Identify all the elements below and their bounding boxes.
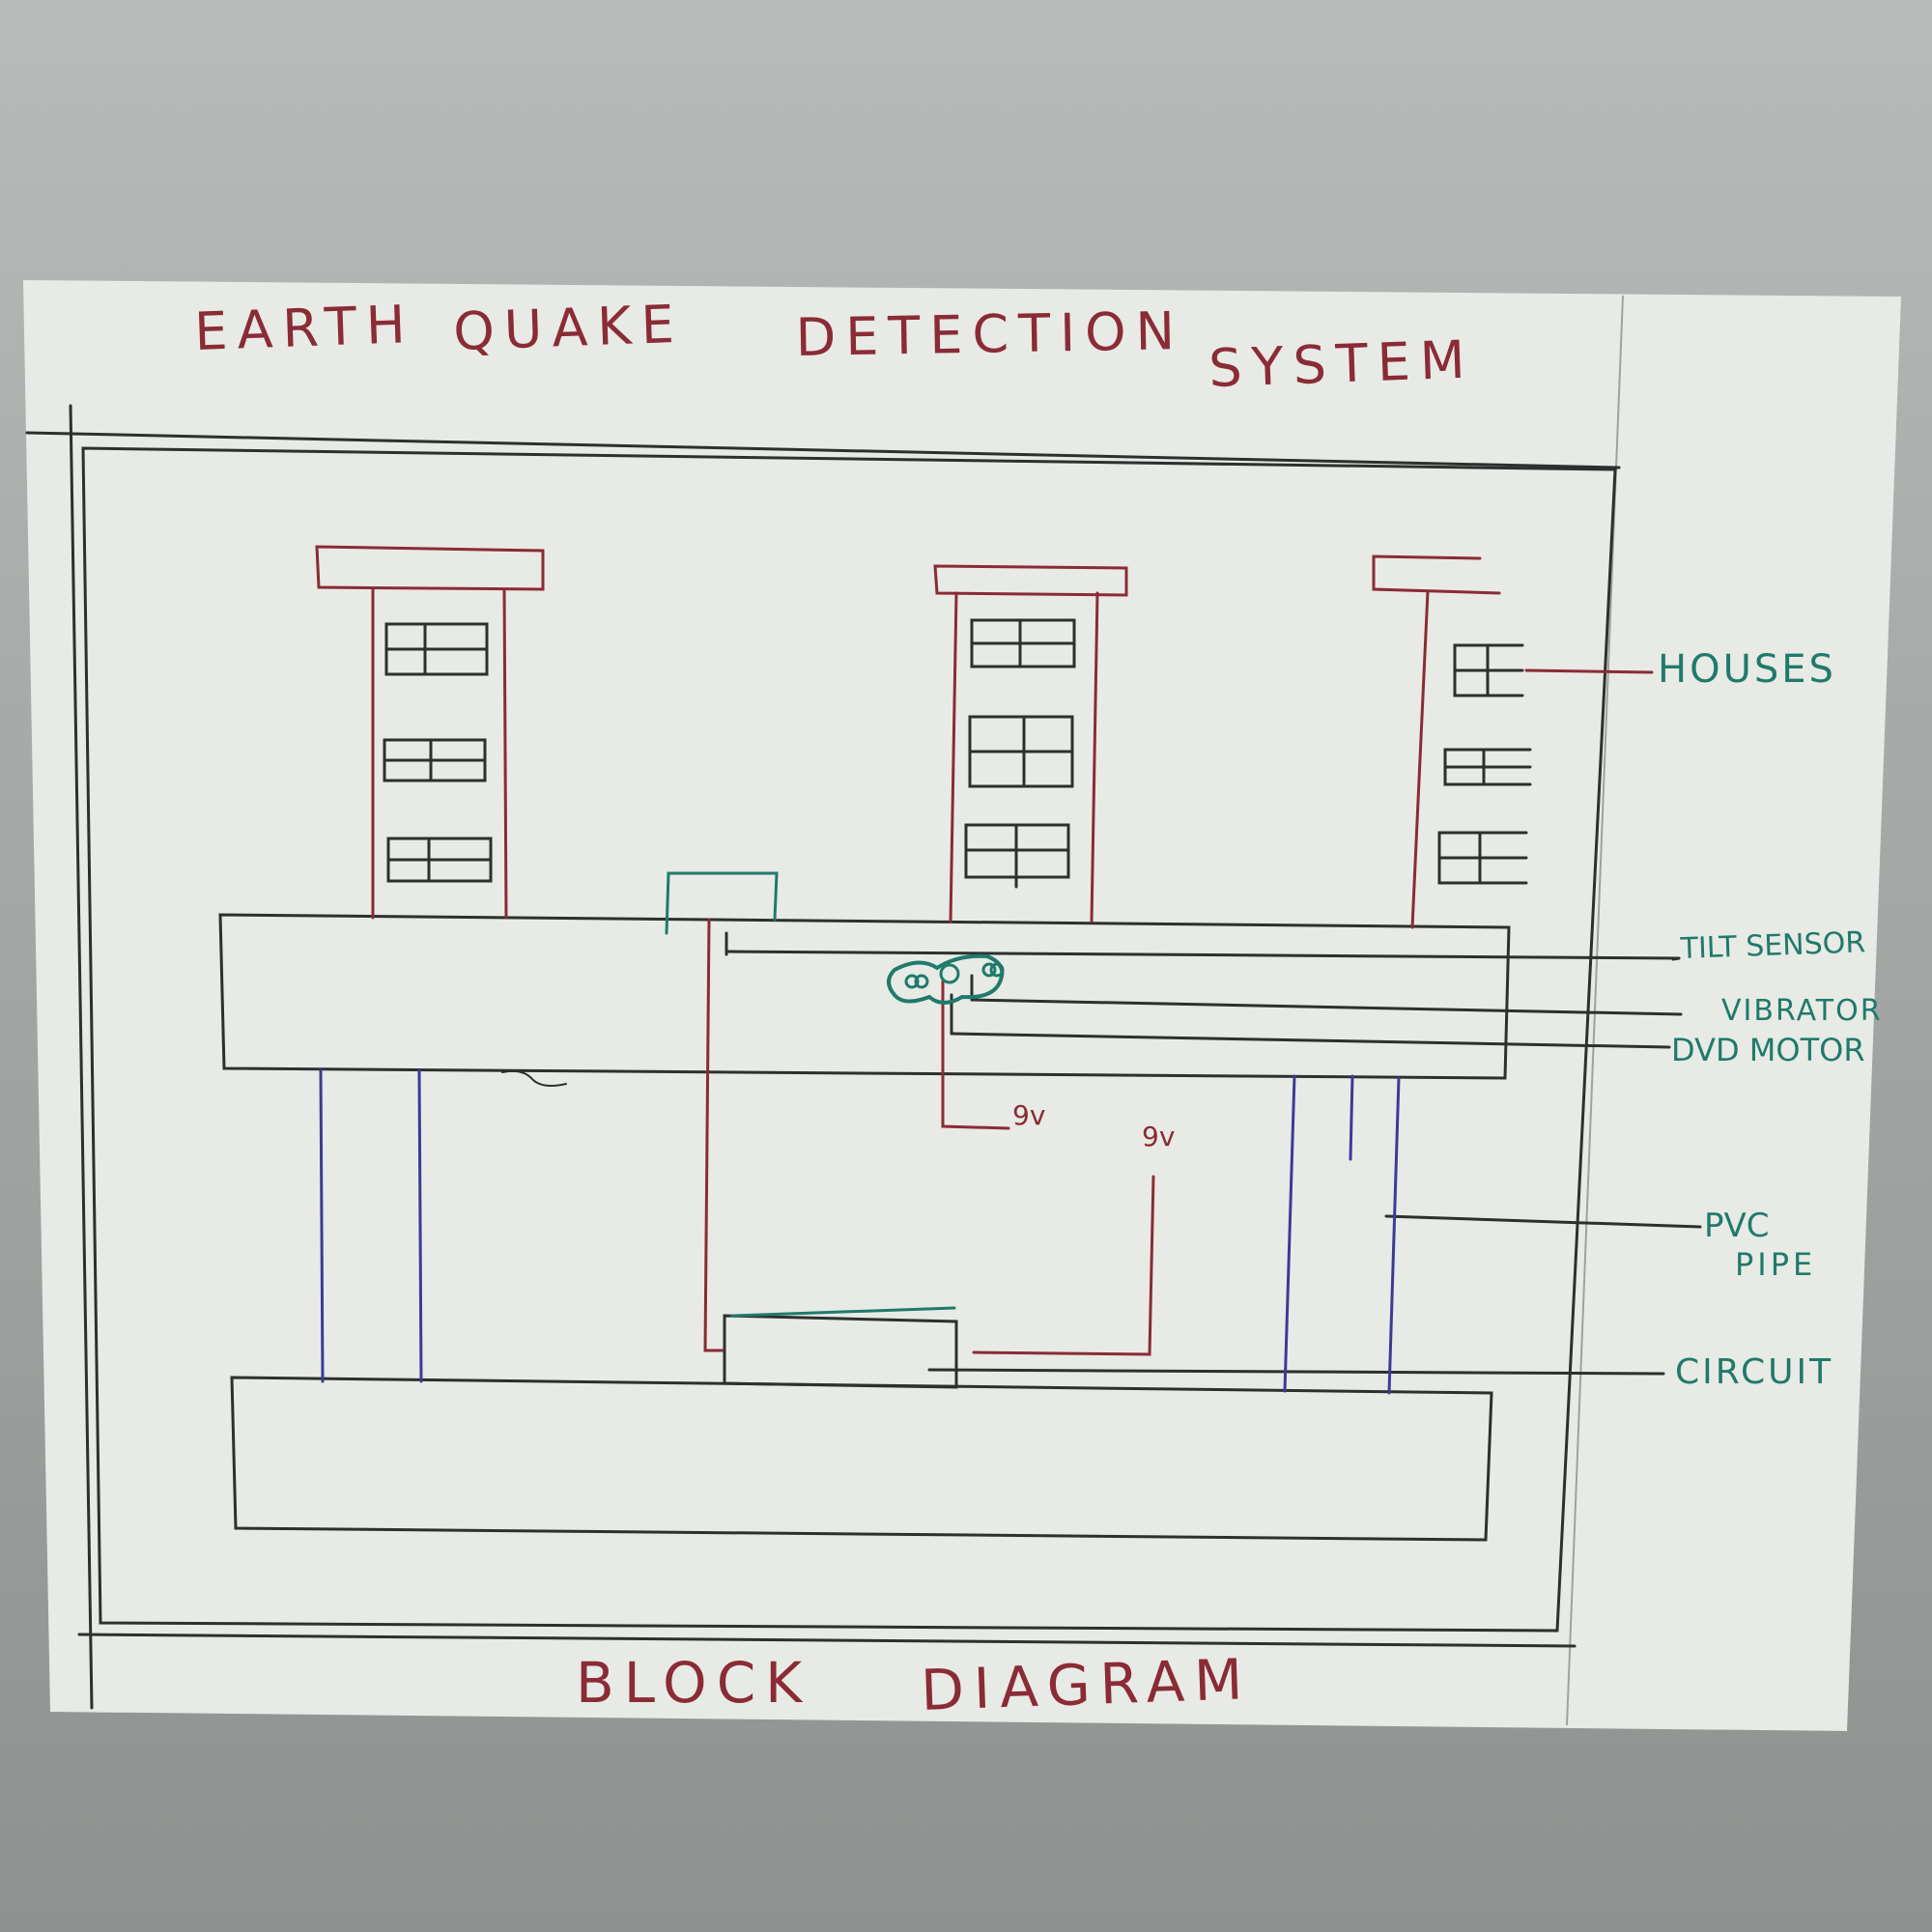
upper-platform [218,913,1511,1080]
house-3-windows [1437,643,1532,885]
tilt-sensor [665,871,779,935]
circuit-top-teal-line [730,1306,956,1318]
houses-leader [1524,668,1654,674]
sensor-to-circuit-wire [703,918,724,1352]
title-word-3: DETECTION [795,300,1184,368]
footer-word-1: BLOCK [576,1650,811,1716]
label-pvc-pipe-1: PVC [1704,1207,1770,1245]
inner-frame [81,446,1617,1633]
border-top-outer [25,431,1621,469]
house-2-outline [933,564,1128,923]
motor-9v-wire [941,980,1010,1130]
vibrator-motor [887,953,1005,1005]
pvc-pipe-right-3 [1387,1076,1401,1395]
tilt-sensor-leader-tail [1671,956,1681,961]
paper-edge-line [1566,295,1624,1726]
label-9v-motor: 9v [1012,1099,1045,1131]
label-dvd-motor: DVD MOTOR [1671,1032,1865,1068]
title-word-4: SYSTEM [1208,328,1475,399]
label-circuit: CIRCUIT [1675,1352,1833,1392]
paper-sheet [23,280,1901,1731]
label-vibrator: VIBRATOR [1721,994,1883,1028]
circuit-leader [927,1368,1665,1376]
voltage-labels: 9v 9v [1012,1099,1175,1152]
label-9v-circuit: 9v [1142,1121,1175,1152]
pvc-pipe-leader [1384,1214,1702,1229]
border-left-outer [69,404,94,1710]
pvc-pipe-right-2 [1349,1074,1354,1161]
dvd-motor-leader [950,1032,1671,1049]
base-platform [230,1376,1493,1542]
title-group: EARTH QUAKE DETECTION SYSTEM [193,294,1475,399]
vibrator-leader [970,998,1683,1016]
pvc-pipe-left-2 [417,1068,423,1383]
label-pvc-pipe-2: PIPE [1735,1246,1816,1283]
border-bottom-outer [77,1633,1577,1648]
label-houses: HOUSES [1658,647,1836,692]
house-1-outline [315,545,545,920]
circuit-9v-wire [972,1175,1155,1356]
pvc-pipe-right-1 [1283,1074,1296,1393]
title-word-2: QUAKE [452,294,685,362]
house-1-windows [383,622,493,883]
pvc-pipe-left-1 [319,1068,325,1383]
label-tilt-sensor: TILT SENSOR [1679,925,1866,966]
platform-squiggle [501,1069,567,1087]
footer-word-2: DIAGRAM [920,1646,1253,1723]
house-2-windows [964,618,1076,889]
circuit-box [723,1314,958,1389]
component-labels: HOUSES TILT SENSOR VIBRATOR DVD MOTOR PV… [1658,647,1883,1392]
tilt-sensor-leader [724,950,1681,960]
title-word-1: EARTH [193,294,415,362]
house-3-outline [1372,554,1501,929]
footer-group: BLOCK DIAGRAM [576,1646,1253,1723]
